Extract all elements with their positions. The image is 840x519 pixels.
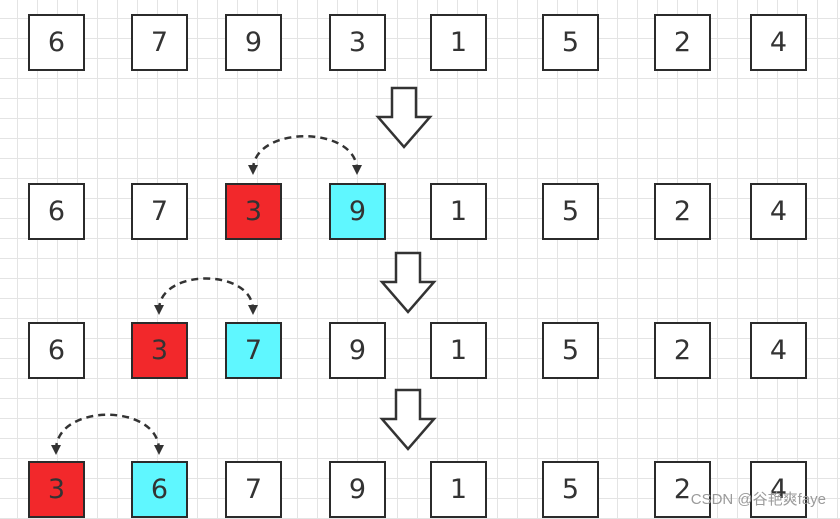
down-arrow-1 [375,86,433,149]
swap-arrow-1 [248,135,362,175]
cell-r1-c2: 3 [225,183,282,240]
swap-arrow-2 [154,277,258,315]
cell-r0-c5: 5 [542,14,599,71]
cell-r0-c7: 4 [750,14,807,71]
cell-r2-c4: 1 [430,322,487,379]
swap-arrow-3 [51,413,164,455]
cell-r2-c1: 3 [131,322,188,379]
cell-r3-c3: 9 [329,461,386,518]
cell-r2-c3: 9 [329,322,386,379]
cell-r1-c1: 7 [131,183,188,240]
down-arrow-3 [379,388,437,451]
cell-r1-c6: 2 [654,183,711,240]
cell-r0-c0: 6 [28,14,85,71]
cell-r1-c5: 5 [542,183,599,240]
cell-r1-c7: 4 [750,183,807,240]
watermark: CSDN @谷艳爽faye [690,491,826,508]
cell-r0-c6: 2 [654,14,711,71]
cell-r2-c5: 5 [542,322,599,379]
cell-r1-c3: 9 [329,183,386,240]
cell-r2-c2: 7 [225,322,282,379]
cell-r2-c7: 4 [750,322,807,379]
down-arrow-2 [379,251,437,314]
cell-r0-c2: 9 [225,14,282,71]
cell-r1-c0: 6 [28,183,85,240]
cell-r1-c4: 1 [430,183,487,240]
cell-r2-c0: 6 [28,322,85,379]
cell-r3-c4: 1 [430,461,487,518]
cell-r3-c5: 5 [542,461,599,518]
cell-r0-c1: 7 [131,14,188,71]
cell-r2-c6: 2 [654,322,711,379]
cell-r3-c2: 7 [225,461,282,518]
cell-r0-c4: 1 [430,14,487,71]
cell-r3-c6: 2 [654,461,711,518]
cell-r0-c3: 3 [329,14,386,71]
cell-r3-c7: 4 [750,461,807,518]
cell-r3-c0: 3 [28,461,85,518]
cell-r3-c1: 6 [131,461,188,518]
